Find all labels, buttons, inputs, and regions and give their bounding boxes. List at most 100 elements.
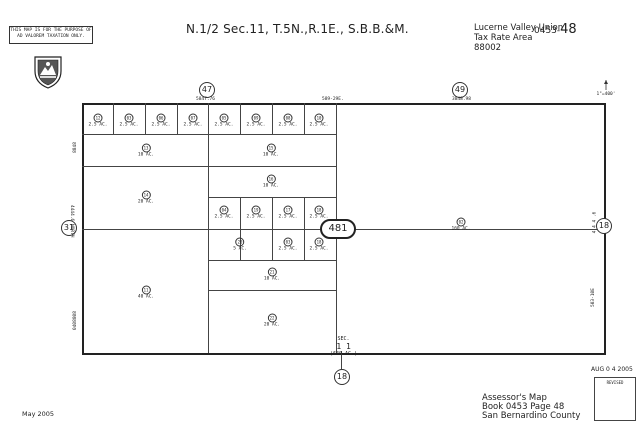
street-label-right-lower: 503-10E	[590, 288, 596, 307]
map-number: 0453-48	[534, 22, 577, 37]
map-footer: Assessor's Map Book 0453 Page 48 San Ber…	[482, 394, 580, 421]
parcel-number: 07	[188, 113, 198, 123]
adjacent-page-circle-49[interactable]: 49	[452, 82, 468, 98]
parcel-area: 2.5 AC.	[309, 246, 329, 252]
parcel-area: 2.5 AC.	[214, 214, 234, 220]
revision-date: AUG 0 4 2005	[591, 366, 633, 373]
parcel-number: 18	[314, 237, 324, 247]
parcel-area: 2.5 AC.	[119, 122, 139, 128]
parcel-number: 16	[266, 174, 276, 184]
section-number: 1 1	[336, 342, 351, 351]
street-label-right-upper: 4 4 4 .6	[592, 211, 598, 234]
north-scale: 1"=400'	[594, 80, 618, 97]
lot-line	[145, 103, 146, 134]
tra-label: Tax Rate Area	[474, 33, 533, 43]
lot-line	[272, 197, 273, 260]
parcel-number: 14	[141, 190, 151, 200]
lot-line	[82, 134, 336, 135]
parcel-number: 17	[283, 205, 293, 215]
parcel-number: 19	[251, 205, 261, 215]
tax-rate-area: Lucerne Valley Union Tax Rate Area 88002	[474, 23, 563, 53]
parcel-area: 10 AC.	[263, 276, 281, 282]
map-date: May 2005	[22, 410, 55, 418]
leader-line	[341, 351, 342, 369]
street-label-top-left: 5847.76	[196, 97, 215, 102]
revised-box: REVISED	[594, 377, 636, 421]
section-marker: SEC. 1 1 (640 AC.)	[330, 336, 357, 357]
parcel-number: 06	[156, 113, 166, 123]
map-title: N.1/2 Sec.11, T.5N.,R.1E., S.B.B.&M.	[186, 22, 409, 36]
lot-line	[272, 103, 273, 134]
footer-book-page: Book 0453 Page 48	[482, 402, 565, 412]
adjacent-page-circle-31[interactable]: 31	[61, 220, 77, 236]
parcel-area: 2.5 AC.	[309, 214, 329, 220]
adjacent-page-circle-18-right[interactable]: 18	[596, 218, 612, 234]
section-label: SEC.	[337, 336, 350, 342]
parcel-area: 5 AC.	[233, 246, 247, 252]
parcel-area: 20 AC.	[263, 322, 281, 328]
parcel-number: 21	[267, 267, 277, 277]
lot-line	[177, 103, 178, 134]
parcel-number: 15	[266, 143, 276, 153]
parcel-number: 03	[283, 237, 293, 247]
map-page: 48	[560, 22, 577, 37]
parcel-area: 2.5 AC.	[278, 246, 298, 252]
adjacent-page-circle-18-bottom[interactable]: 18	[334, 369, 350, 385]
parcel-number: 09	[251, 113, 261, 123]
lot-line	[82, 166, 336, 167]
parcel-area: 10 AC.	[262, 152, 280, 158]
parcel-number: 20	[235, 237, 245, 247]
parcel-area: 40 AC.	[137, 294, 155, 300]
disclaimer-box: THIS MAP IS FOR THE PURPOSE OF AD VALORE…	[9, 26, 93, 44]
street-label-top-right: 3848.98	[452, 97, 471, 102]
parcel-area: 2.5 AC.	[214, 122, 234, 128]
adjacent-page-circle-47[interactable]: 47	[199, 82, 215, 98]
parcel-number: 18	[314, 205, 324, 215]
parcel-area: 2.5 AC.	[183, 122, 203, 128]
parcel-area: 2.5 AC.	[246, 214, 266, 220]
county-seal-icon	[33, 55, 63, 93]
parcel-number: 08	[283, 113, 293, 123]
parcel-area: 10 AC.	[262, 183, 280, 189]
lot-line	[240, 197, 241, 260]
parcel-number: 12	[93, 113, 103, 123]
parcel-area: 2.5 AC.	[246, 122, 266, 128]
scale-text: 1"=400'	[596, 92, 616, 97]
street-label-left-mid: 4444.6 NORTH	[69, 205, 74, 238]
parcel-area: 2.5 AC.	[309, 122, 329, 128]
parcel-area: 2.5 AC.	[278, 122, 298, 128]
parcel-number: 11	[141, 285, 151, 295]
street-label-top-mid: 589-29E.	[322, 97, 344, 102]
parcel-number: 05	[219, 113, 229, 123]
parcel-number: 02	[456, 217, 466, 227]
parcel-number: 04	[219, 205, 229, 215]
footer-title: Assessor's Map	[482, 393, 547, 403]
lot-line	[240, 103, 241, 134]
street-label-left-lower: 0408808	[72, 311, 78, 330]
north-arrow-icon	[604, 80, 608, 90]
lot-line	[113, 103, 114, 134]
